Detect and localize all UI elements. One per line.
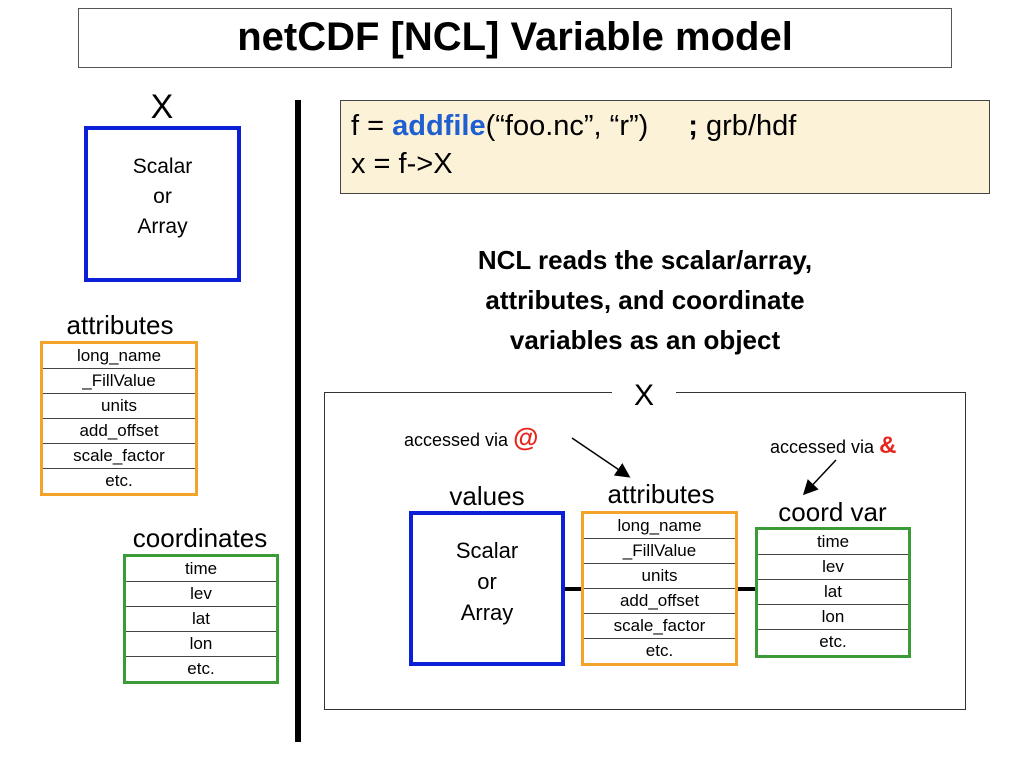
attribute-access-text: accessed via bbox=[404, 430, 514, 450]
object-values-line-1: Scalar bbox=[455, 538, 519, 563]
coord-var-row-lon: lon bbox=[758, 605, 908, 630]
attribute-access-note: accessed via @ bbox=[404, 422, 538, 453]
coord-var-row-lat: lat bbox=[758, 580, 908, 605]
coord-var-row-lev: lev bbox=[758, 555, 908, 580]
description-line-3: variables as an object bbox=[509, 325, 781, 355]
coord-var-label: coord var bbox=[778, 497, 887, 527]
attribute-row-fillvalue: _FillValue bbox=[43, 369, 195, 394]
at-symbol: @ bbox=[513, 422, 539, 452]
code-line-1: f = addfile(“foo.nc”, “r”); grb/hdf bbox=[351, 107, 979, 145]
attribute-row-scale-factor: scale_factor bbox=[43, 444, 195, 469]
code-args: (“foo.nc”, “r”) bbox=[485, 110, 649, 142]
coordinate-row-etc: etc. bbox=[187, 659, 215, 678]
coord-access-text: accessed via bbox=[770, 437, 880, 457]
values-label: values bbox=[449, 481, 525, 511]
code-assign-prefix: f = bbox=[351, 110, 393, 142]
coordinates-label: coordinates bbox=[132, 523, 268, 553]
object-attribute-row-fillvalue: _FillValue bbox=[584, 539, 735, 564]
coordinate-row-time: time bbox=[126, 557, 276, 582]
values-box: Scalar or Array bbox=[84, 126, 241, 282]
object-attributes-label: attributes bbox=[607, 479, 715, 509]
description-line-1: NCL reads the scalar/array, bbox=[477, 245, 813, 275]
attributes-table: long_name _FillValue units add_offset sc… bbox=[40, 341, 198, 496]
addfile-keyword: addfile bbox=[392, 110, 486, 142]
variable-name-label: X bbox=[150, 88, 174, 126]
vertical-divider bbox=[295, 100, 301, 742]
object-attribute-row-long-name: long_name bbox=[584, 514, 735, 539]
attribute-row-etc: etc. bbox=[105, 471, 133, 490]
values-line-1: Scalar bbox=[132, 155, 193, 178]
coordinate-row-lat: lat bbox=[126, 607, 276, 632]
object-variable-label: X bbox=[612, 380, 676, 412]
attribute-row-long-name: long_name bbox=[43, 344, 195, 369]
coord-var-table: time lev lat lon etc. bbox=[755, 527, 911, 658]
attributes-label: attributes bbox=[66, 310, 174, 340]
coord-access-note: accessed via & bbox=[770, 432, 896, 460]
object-attributes-table: long_name _FillValue units add_offset sc… bbox=[581, 511, 738, 666]
attribute-row-units: units bbox=[43, 394, 195, 419]
code-box: f = addfile(“foo.nc”, “r”); grb/hdf x = … bbox=[340, 100, 990, 194]
description-line-2: attributes, and coordinate bbox=[485, 285, 805, 315]
coordinate-row-lon: lon bbox=[126, 632, 276, 657]
object-values-line-3: Array bbox=[460, 600, 514, 625]
object-attribute-row-units: units bbox=[584, 564, 735, 589]
page-title: netCDF [NCL] Variable model bbox=[78, 8, 952, 68]
object-attribute-row-add-offset: add_offset bbox=[584, 589, 735, 614]
description-text: NCL reads the scalar/array, attributes, … bbox=[410, 240, 880, 360]
object-attribute-row-scale-factor: scale_factor bbox=[584, 614, 735, 639]
attribute-row-add-offset: add_offset bbox=[43, 419, 195, 444]
code-semicolon: ; bbox=[688, 110, 698, 142]
object-values-box: Scalar or Array bbox=[409, 511, 565, 666]
values-line-3: Array bbox=[137, 215, 188, 238]
code-line-2: x = f->X bbox=[351, 148, 453, 180]
object-values-line-2: or bbox=[477, 569, 497, 594]
ampersand-symbol: & bbox=[879, 432, 897, 459]
coordinate-row-lev: lev bbox=[126, 582, 276, 607]
coordinates-table: time lev lat lon etc. bbox=[123, 554, 279, 684]
object-attribute-row-etc: etc. bbox=[645, 641, 674, 660]
values-line-2: or bbox=[153, 185, 172, 208]
coord-var-row-time: time bbox=[758, 530, 908, 555]
coord-var-row-etc: etc. bbox=[819, 632, 847, 651]
code-comment: grb/hdf bbox=[697, 110, 797, 142]
